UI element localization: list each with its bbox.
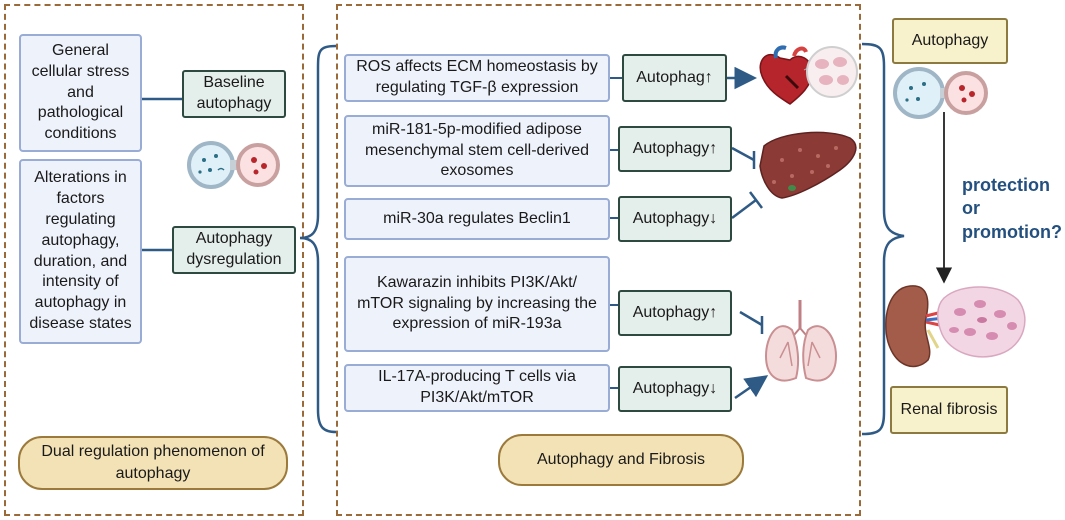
disease-alterations-box: Alterations in factors regulating autoph…: [19, 159, 142, 344]
autophagosome-icon-right: [893, 67, 988, 119]
ros-ecm-box: ROS affects ECM homeostasis by regulatin…: [344, 54, 610, 102]
autophagosome-icon: [187, 141, 280, 189]
il17a-tcells-box: IL-17A-producing T cells via PI3K/Akt/mT…: [344, 364, 610, 412]
question-line-2: or: [962, 198, 980, 219]
effect-row-5: Autophagy↓: [618, 366, 732, 412]
effect-row-3: Autophagy↓: [618, 196, 732, 242]
left-panel: [4, 4, 304, 516]
kidney-icon: [885, 285, 945, 368]
renal-tissue-icon: [937, 286, 1026, 358]
baseline-autophagy-box: Baseline autophagy: [182, 70, 286, 118]
autophagy-dysregulation-box: Autophagy dysregulation: [172, 226, 296, 274]
stress-conditions-box: General cellular stress and pathological…: [19, 34, 142, 152]
effect-row-1: Autophag↑: [622, 54, 727, 102]
autophagy-fibrosis-label: Autophagy and Fibrosis: [498, 434, 744, 486]
lungs-icon: [764, 300, 838, 382]
dual-regulation-label: Dual regulation phenomenon of autophagy: [18, 436, 288, 490]
protection-or-promotion-question: protection or promotion?: [962, 174, 1062, 244]
middle-panel: [336, 4, 861, 516]
renal-fibrosis-box: Renal fibrosis: [890, 386, 1008, 434]
mir181-exosome-box: miR-181-5p-modified adipose mesenchymal …: [344, 115, 610, 187]
effect-row-2: Autophagy↑: [618, 126, 732, 172]
heart-icon: [759, 45, 813, 105]
question-line-1: protection: [962, 175, 1050, 195]
liver-icon: [759, 131, 857, 199]
autophagy-box: Autophagy: [892, 18, 1008, 64]
effect-row-4: Autophagy↑: [618, 290, 732, 336]
mir30a-beclin1-box: miR-30a regulates Beclin1: [344, 198, 610, 240]
kawarazin-box: Kawarazin inhibits PI3K/Akt/ mTOR signal…: [344, 256, 610, 352]
fibrotic-tissue-icon: [803, 46, 858, 98]
question-line-3: promotion?: [962, 221, 1062, 242]
